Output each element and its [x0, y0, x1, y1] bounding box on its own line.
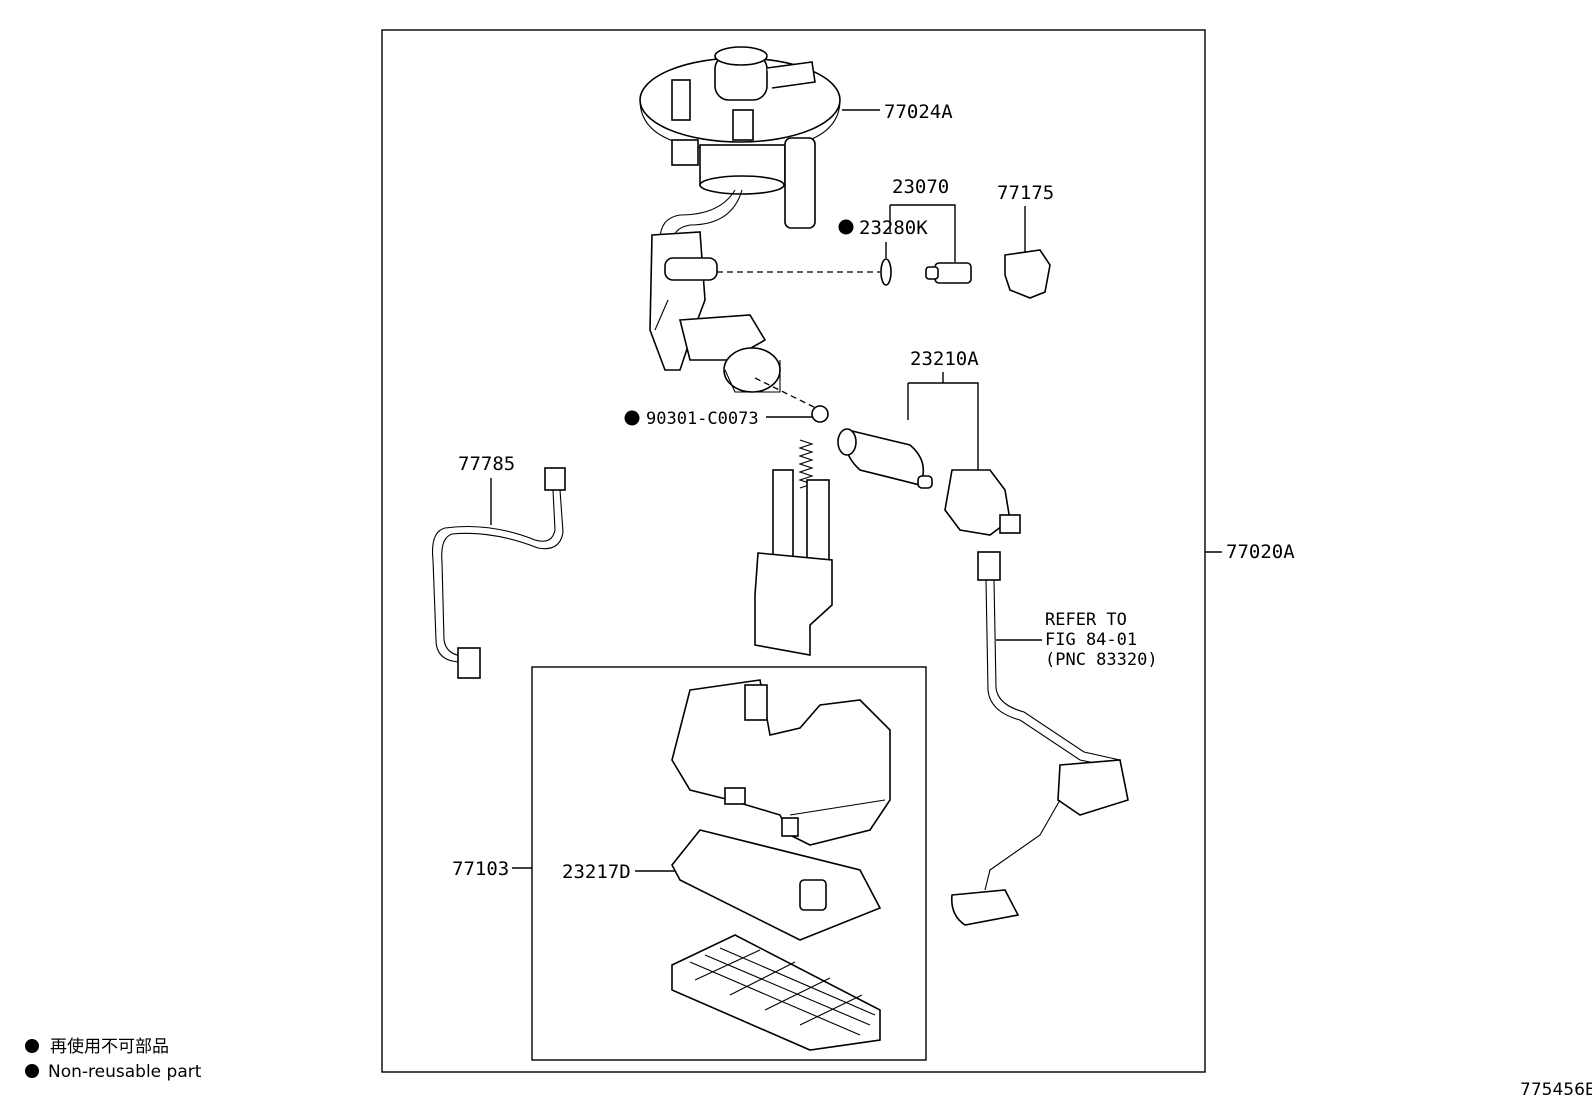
legend-dot-1: [25, 1039, 39, 1053]
label-23210A: 23210A: [910, 348, 979, 370]
legend-japanese: 再使用不可部品: [50, 1036, 169, 1057]
fuel-pump-drawing: [837, 428, 1021, 536]
legend-dot-2: [25, 1064, 39, 1078]
reference-line-1: REFER TO: [1045, 610, 1127, 630]
label-77103: 77103: [452, 858, 509, 880]
label-77020A: 77020A: [1226, 541, 1295, 563]
figure-id: 775456E: [1520, 1080, 1592, 1099]
label-77785: 77785: [458, 453, 515, 475]
label-90301: 90301-C0073: [646, 409, 759, 429]
non-reusable-dot: [624, 410, 640, 426]
label-23070: 23070: [892, 176, 949, 198]
sender-gauge-drawing: [950, 551, 1129, 926]
leader-23210A: [907, 382, 979, 470]
non-reusable-dot: [838, 219, 854, 235]
label-77175: 77175: [997, 182, 1054, 204]
leader-23070: [890, 204, 956, 262]
subassembly-frame: [531, 666, 927, 1061]
spring-holder-drawing: [754, 439, 833, 656]
reference-line-3: (PNC 83320): [1045, 650, 1158, 670]
wire-harness-drawing: [431, 467, 566, 679]
bracket-housing-drawing: [671, 679, 891, 846]
fuel-pump-flange-drawing: [639, 46, 841, 246]
gasket-drawing: [811, 405, 829, 423]
o-ring-drawing: [880, 258, 892, 286]
reference-line-2: FIG 84-01: [1045, 630, 1137, 650]
label-23217D: 23217D: [562, 861, 631, 883]
clip-drawing: [1004, 249, 1051, 299]
assembly-frame: [381, 29, 1206, 1073]
pressure-regulator-drawing: [925, 262, 972, 284]
label-23280K: 23280K: [859, 217, 928, 239]
label-77024A: 77024A: [884, 101, 953, 123]
pump-bracket-drawing: [649, 231, 781, 393]
filter-cover-grid-drawing: [671, 934, 881, 1051]
legend-english: Non-reusable part: [48, 1062, 202, 1082]
dash-to-gasket: [754, 377, 821, 411]
filter-drawing: [671, 829, 882, 941]
